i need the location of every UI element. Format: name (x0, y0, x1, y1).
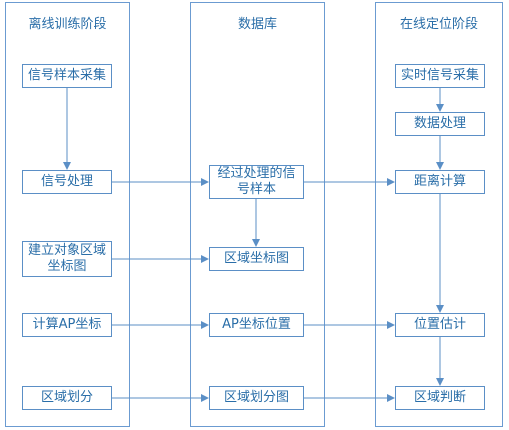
region-coords-map-box: 区域坐标图 (209, 247, 304, 271)
signal-sampling-box: 信号样本采集 (22, 64, 112, 88)
database-title: 数据库 (237, 17, 277, 32)
region-divide-box: 区域划分 (22, 386, 112, 410)
region-judge-box: 区域判断 (395, 386, 485, 410)
position-estimate-box: 位置估计 (395, 313, 485, 337)
signal-processing-box: 信号处理 (22, 170, 112, 194)
offline-stage-title: 离线训练阶段 (28, 17, 107, 32)
distance-calc-box: 距离计算 (395, 170, 485, 194)
online-stage-title: 在线定位阶段 (399, 17, 478, 32)
processed-samples-box: 经过处理的信号样本 (209, 165, 304, 199)
data-processing-box: 数据处理 (395, 112, 485, 136)
region-divide-map-box: 区域划分图 (209, 386, 304, 410)
realtime-sampling-box: 实时信号采集 (395, 64, 485, 88)
calc-ap-coords-box: 计算AP坐标 (22, 313, 112, 337)
build-area-map-box: 建立对象区域坐标图 (22, 241, 112, 277)
database-column: 数据库 (190, 2, 325, 427)
ap-position-box: AP坐标位置 (209, 313, 304, 337)
